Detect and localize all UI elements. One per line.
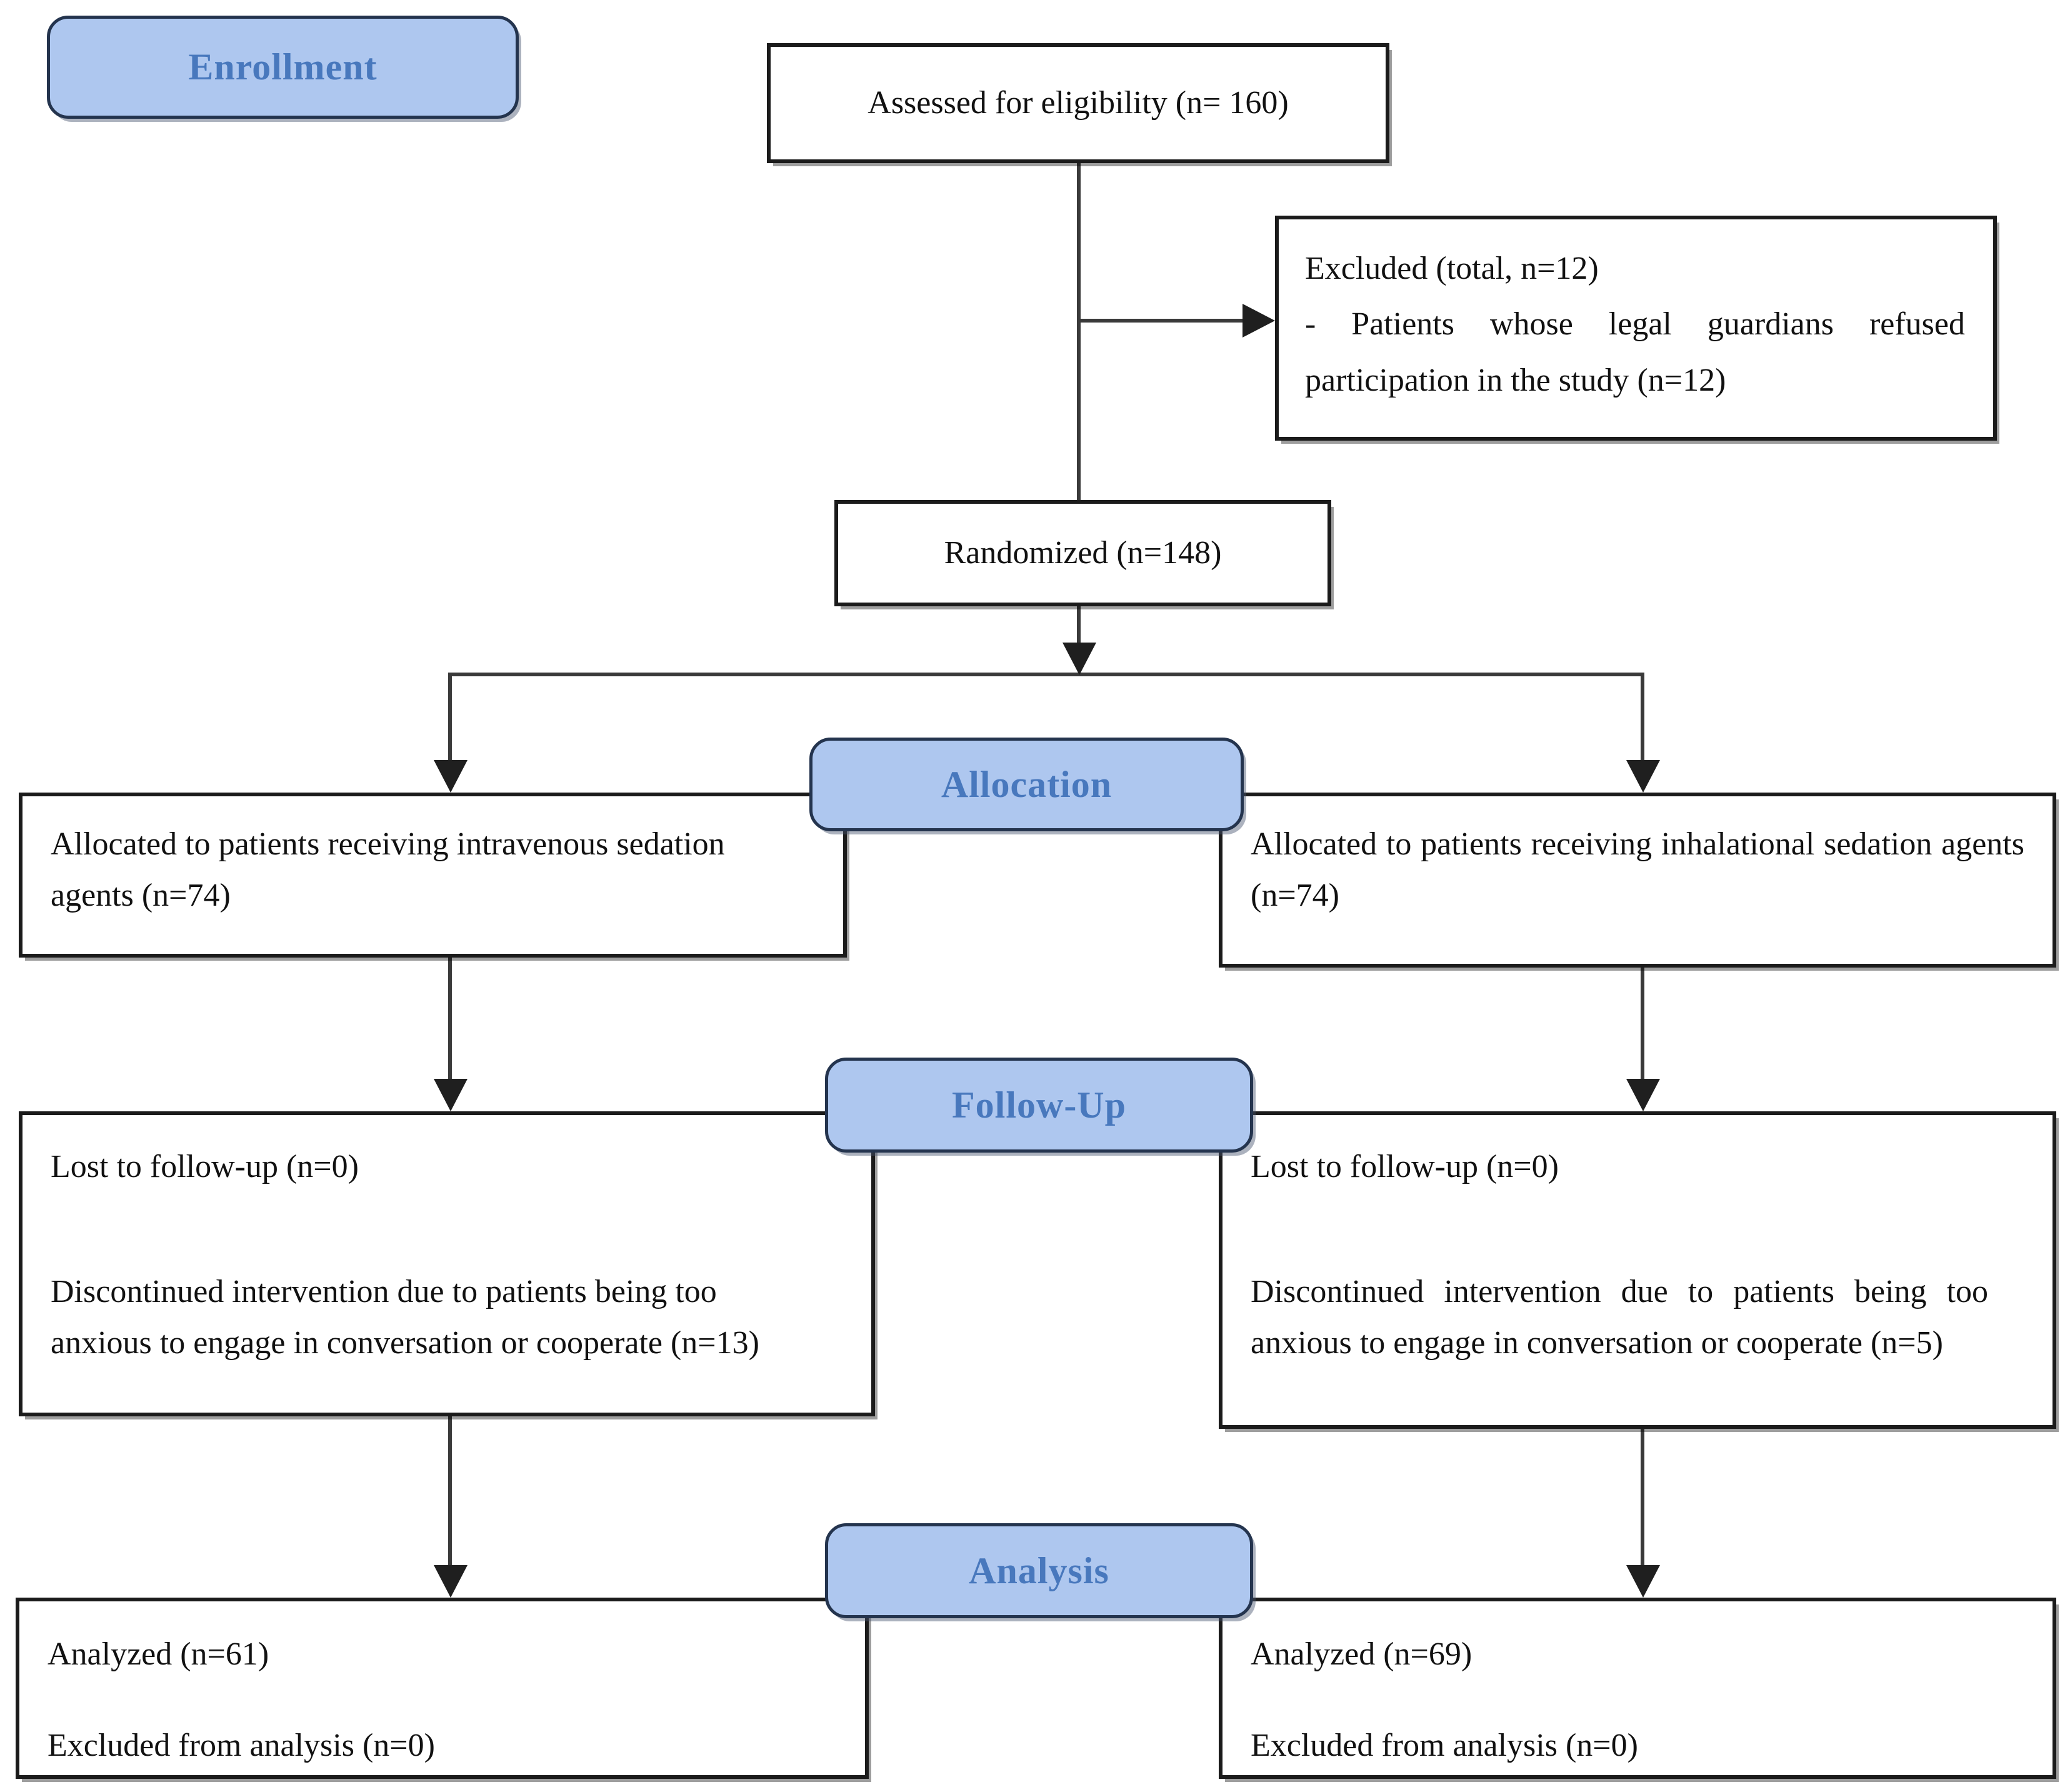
arrowhead-down-icon — [1626, 1079, 1660, 1111]
stage-label-enrollment-text: Enrollment — [188, 46, 378, 88]
arrowhead-down-icon — [434, 1565, 468, 1598]
assessed-text: Assessed for eligibility (n= 160) — [868, 84, 1289, 121]
excluded-reason: - Patients whose legal guardians refused… — [1305, 306, 1965, 398]
stage-label-enrollment: Enrollment — [47, 16, 519, 119]
arrowhead-down-icon — [434, 1079, 468, 1111]
followup-right-lost: Lost to follow-up (n=0) — [1251, 1149, 1559, 1184]
followup-left-lost: Lost to follow-up (n=0) — [51, 1149, 359, 1184]
excluded-title: Excluded (total, n=12) — [1305, 251, 1599, 286]
connector-split-horizontal — [448, 673, 1644, 676]
arrowhead-down-icon — [1626, 1565, 1660, 1598]
arrowhead-down-icon — [1062, 643, 1096, 675]
flow-box-analysis-left: Analyzed (n=61) Excluded from analysis (… — [16, 1598, 869, 1779]
connector-drop-right — [1641, 673, 1644, 760]
followup-right-discontinued: Discontinued intervention due to patient… — [1251, 1274, 1988, 1361]
connector-branch-to-excluded — [1077, 319, 1244, 323]
flow-box-randomized: Randomized (n=148) — [834, 500, 1331, 606]
arrowhead-down-icon — [434, 760, 468, 793]
flow-box-followup-right: Lost to follow-up (n=0) Discontinued int… — [1219, 1111, 2056, 1429]
stage-label-analysis: Analysis — [825, 1523, 1253, 1618]
analysis-right-excluded: Excluded from analysis (n=0) — [1251, 1728, 1638, 1764]
connector-fu-right-to-analysis — [1641, 1429, 1644, 1566]
analysis-left-analyzed: Analyzed (n=61) — [48, 1636, 269, 1672]
analysis-right-analyzed: Analyzed (n=69) — [1251, 1636, 1472, 1672]
flow-box-allocation-left: Allocated to patients receiving intraven… — [19, 793, 847, 958]
flow-box-allocation-right: Allocated to patients receiving inhalati… — [1219, 793, 2056, 968]
followup-left-discontinued: Discontinued intervention due to patient… — [51, 1274, 759, 1361]
arrowhead-down-icon — [1626, 760, 1660, 793]
stage-label-allocation: Allocation — [809, 738, 1244, 831]
connector-alloc-left-to-fu — [448, 958, 452, 1080]
arrowhead-right-icon — [1242, 304, 1275, 338]
connector-alloc-right-to-fu — [1641, 968, 1644, 1080]
flow-box-excluded: Excluded (total, n=12) - Patients whose … — [1275, 216, 1997, 441]
flow-box-analysis-right: Analyzed (n=69) Excluded from analysis (… — [1219, 1598, 2056, 1779]
randomized-text: Randomized (n=148) — [944, 534, 1222, 571]
stage-label-allocation-text: Allocation — [941, 763, 1112, 805]
stage-label-followup: Follow-Up — [825, 1058, 1253, 1153]
allocation-left-text: Allocated to patients receiving intraven… — [51, 826, 725, 914]
flow-box-assessed: Assessed for eligibility (n= 160) — [767, 43, 1389, 163]
allocation-right-text: Allocated to patients receiving inhalati… — [1251, 826, 2024, 914]
connector-fu-left-to-analysis — [448, 1416, 452, 1566]
connector-drop-left — [448, 673, 452, 760]
connector-assessed-to-randomized — [1077, 162, 1081, 503]
stage-label-analysis-text: Analysis — [969, 1549, 1109, 1591]
flow-box-followup-left: Lost to follow-up (n=0) Discontinued int… — [19, 1111, 875, 1416]
connector-randomized-to-split — [1077, 606, 1081, 644]
stage-label-followup-text: Follow-Up — [952, 1084, 1126, 1126]
analysis-left-excluded: Excluded from analysis (n=0) — [48, 1728, 435, 1764]
